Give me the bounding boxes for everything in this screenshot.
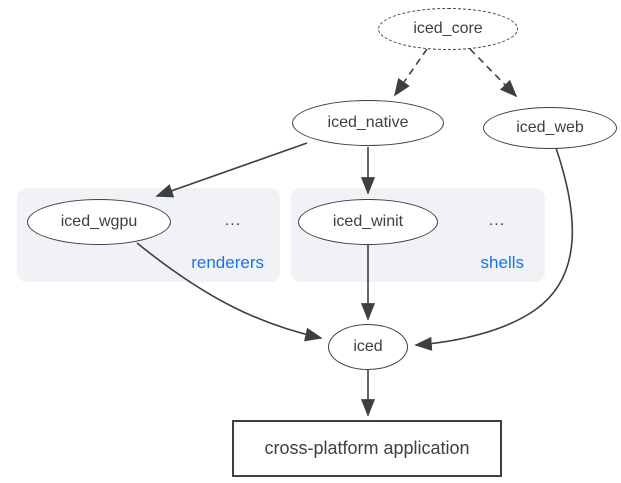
edge-native-wgpu (155, 142, 308, 198)
edge-wgpu-iced (136, 242, 323, 342)
node-iced-native-label: iced_native (327, 114, 409, 131)
node-iced-winit-label: iced_winit (332, 213, 404, 230)
edge-web-iced (414, 147, 574, 351)
renderers-group-label: renderers (191, 253, 264, 272)
shells-group-label: shells (480, 253, 524, 272)
node-iced-wgpu-label: iced_wgpu (60, 213, 138, 230)
node-app-label: cross-platform application (264, 438, 470, 458)
node-iced-core-label: iced_core (413, 20, 483, 37)
renderers-ellipsis: ... (224, 212, 242, 229)
node-iced: iced (328, 324, 408, 370)
node-cross-platform-application: cross-platform application (232, 420, 502, 477)
node-iced-core: iced_core (378, 8, 518, 50)
node-iced-web: iced_web (483, 107, 617, 149)
node-iced-web-label: iced_web (516, 119, 584, 136)
node-iced-label: iced (353, 338, 383, 355)
node-iced-native: iced_native (292, 100, 444, 146)
node-iced-wgpu: iced_wgpu (27, 199, 171, 245)
edge-core-native (393, 48, 428, 97)
node-iced-winit: iced_winit (298, 199, 438, 245)
edge-core-web (469, 48, 518, 98)
shells-ellipsis: ... (488, 212, 506, 229)
